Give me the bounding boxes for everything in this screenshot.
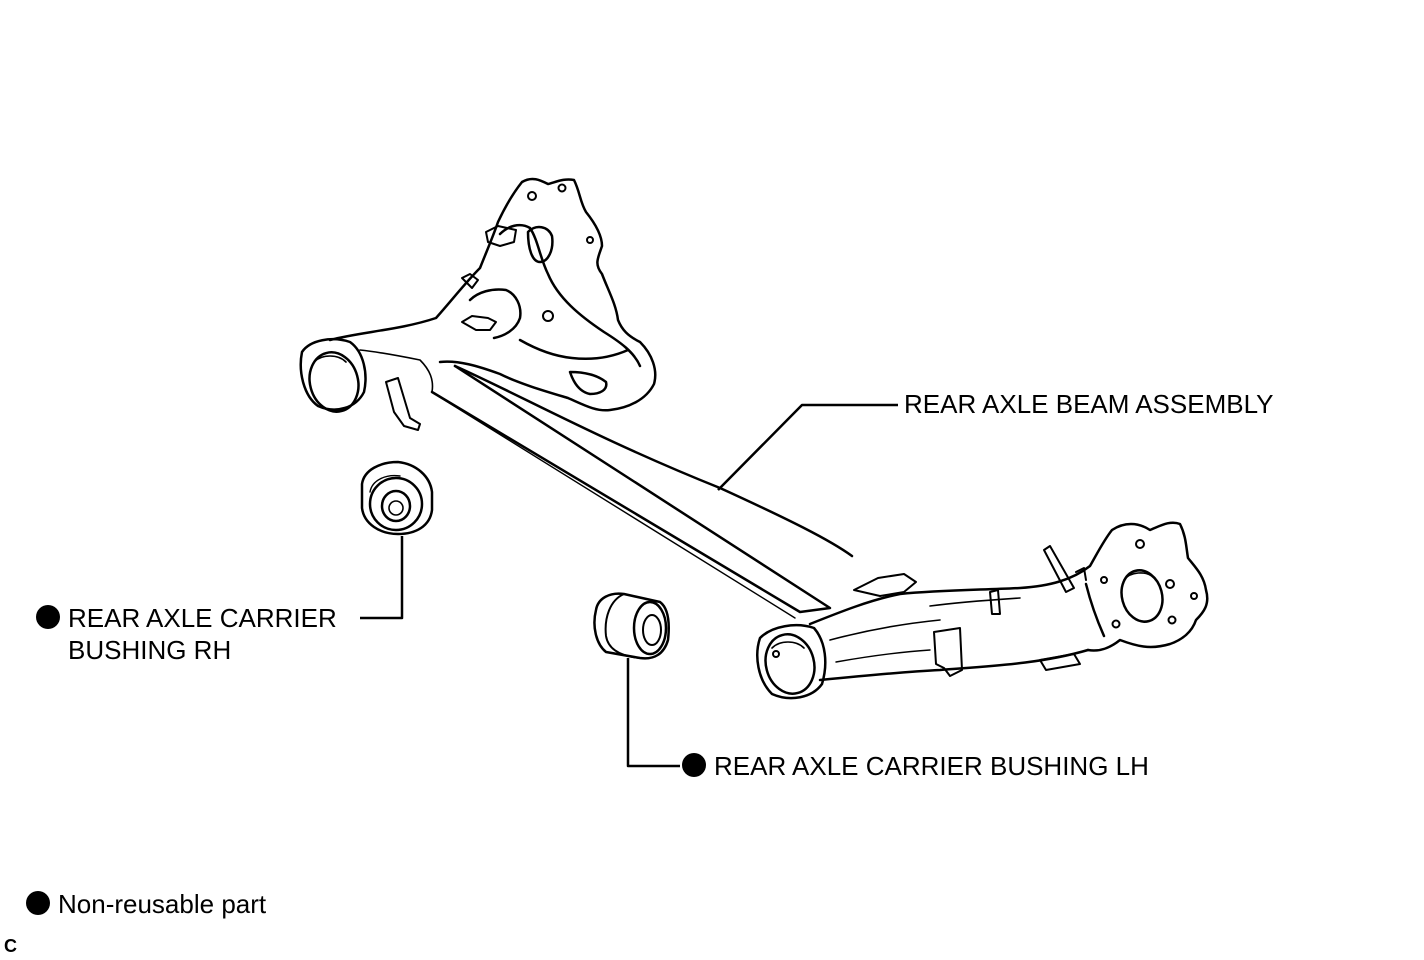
- left-bushing-eye: [299, 338, 367, 413]
- label-rear-axle-beam-assembly: REAR AXLE BEAM ASSEMBLY: [904, 389, 1274, 419]
- label-bushing-lh-text: REAR AXLE CARRIER BUSHING LH: [714, 751, 1149, 781]
- label-bushing-rh-line1: REAR AXLE CARRIER: [68, 603, 337, 633]
- non-reusable-dot-icon: [36, 605, 60, 630]
- leader-bushing-lh: [626, 658, 680, 768]
- left-trailing-arm: [328, 177, 657, 431]
- leader-bushing-rh: [360, 536, 404, 620]
- bushing-lh: [593, 592, 670, 660]
- leader-lines: [360, 403, 898, 768]
- rear-axle-beam-assembly: [299, 177, 1209, 700]
- non-reusable-dot-icon: [26, 891, 50, 916]
- legend-text: Non-reusable part: [58, 889, 267, 919]
- legend-non-reusable: Non-reusable part: [26, 888, 266, 920]
- label-bushing-rh-line2: BUSHING RH: [68, 635, 232, 665]
- corner-code: C: [4, 936, 17, 956]
- right-bushing-eye: [756, 624, 827, 700]
- leader-beam: [717, 403, 898, 491]
- label-bushing-rh: REAR AXLE CARRIER BUSHING RH: [36, 602, 337, 666]
- label-bushing-lh: REAR AXLE CARRIER BUSHING LH: [682, 750, 1149, 782]
- bushing-rh: [360, 460, 434, 536]
- non-reusable-dot-icon: [682, 753, 706, 778]
- right-trailing-arm: [808, 521, 1209, 682]
- torsion-beam-tube: [430, 364, 854, 619]
